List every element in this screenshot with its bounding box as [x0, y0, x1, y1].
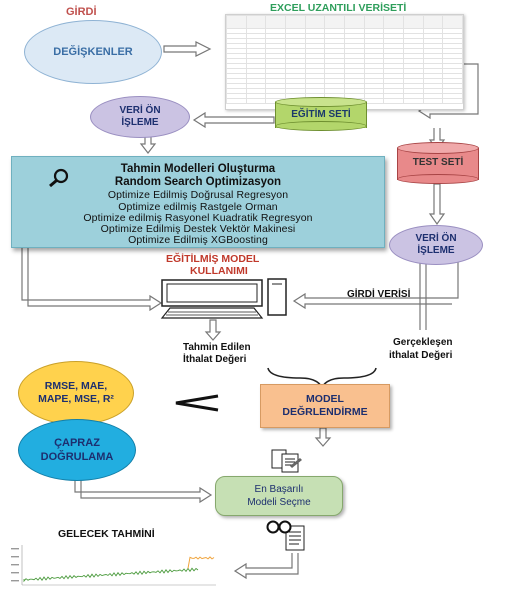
- arrow-girdi-verisi: [292, 262, 459, 310]
- girdi-label: GİRDİ: [66, 6, 97, 18]
- veri-on-isleme-2-line2: İŞLEME: [417, 245, 455, 256]
- tahmin-edilen-label-1: Tahmin Edilen: [183, 342, 251, 353]
- veri-on-isleme-2-line1: VERİ ÖN: [415, 233, 457, 244]
- model-item-2: Optimize edilmiş Rastgele Orman: [118, 201, 278, 213]
- glasses-icon: [266, 520, 305, 551]
- veri-on-isleme-1-line2: İŞLEME: [121, 117, 159, 128]
- arrow-capraz-to-best: [74, 476, 213, 504]
- arrow-model-down: [314, 427, 332, 447]
- documents-icon: [271, 449, 302, 473]
- capraz-line1: ÇAPRAZ: [54, 437, 100, 449]
- excel-sheet-thumbnail: [225, 14, 464, 110]
- metrics-node: RMSE, MAE, MAPE, MSE, R²: [18, 361, 134, 425]
- tahmin-edilen-label-2: İthalat Değeri: [183, 354, 247, 365]
- egitilmis-model-label-1: EĞİTİLMİŞ MODEL: [166, 253, 260, 265]
- computer-icon: [160, 278, 287, 319]
- veri-on-isleme-node-2: VERİ ÖN İŞLEME: [389, 225, 483, 265]
- veri-on-isleme-1-line1: VERİ ÖN: [119, 105, 161, 116]
- arrow-gerceklesen-line: [419, 262, 427, 330]
- gerceklesen-label-1: Gerçekleşen: [393, 337, 453, 348]
- models-title-2: Random Search Optimizasyon: [114, 176, 282, 188]
- prediction-models-box: Tahmin Modelleri Oluşturma Random Search…: [11, 156, 385, 248]
- model-item-5: Optimize Edilmiş XGBoosting: [128, 234, 268, 246]
- magnifier-icon: [49, 168, 69, 188]
- gelecek-tahmini-label: GELECEK TAHMİNİ: [58, 528, 155, 540]
- girdi-verisi-label: GİRDİ VERİSİ: [347, 289, 411, 300]
- excel-dataset-label: EXCEL UZANTILI VERİSETİ: [270, 2, 407, 14]
- arrow-eval-to-metrics: [175, 394, 219, 412]
- test-seti-text: TEST SETİ: [412, 157, 464, 168]
- arrow-to-forecast: [233, 553, 299, 580]
- arrow-egitim-to-preprocess: [192, 111, 275, 129]
- model-degerlendirme-line1: MODEL: [306, 393, 344, 405]
- capraz-dogrulama-node: ÇAPRAZ DOĞRULAMA: [18, 419, 136, 481]
- test-seti-cylinder: TEST SETİ: [397, 142, 479, 184]
- arrow-models-to-computer: [21, 246, 163, 312]
- en-basarili-box: En Başarılı Modeli Seçme: [215, 476, 343, 516]
- model-degerlendirme-box: MODEL DEĞRLENDİRME: [260, 384, 390, 428]
- degiskenler-node: DEĞİŞKENLER: [24, 20, 162, 84]
- degiskenler-text: DEĞİŞKENLER: [53, 46, 133, 58]
- en-basarili-line1: En Başarılı: [254, 484, 304, 495]
- en-basarili-line2: Modeli Seçme: [247, 497, 311, 508]
- model-degerlendirme-line2: DEĞRLENDİRME: [282, 406, 368, 418]
- egitim-seti-cylinder: EĞİTİM SETİ: [275, 97, 367, 131]
- model-item-1: Optimize Edilmiş Doğrusal Regresyon: [107, 189, 289, 201]
- model-item-4: Optimize Edilmiş Destek Vektör Makinesi: [100, 223, 296, 235]
- model-item-3: Optimize edilmiş Rasyonel Kuadratik Regr…: [83, 212, 313, 224]
- gerceklesen-label-2: ithalat Değeri: [389, 350, 453, 361]
- egitim-seti-text: EĞİTİM SETİ: [291, 109, 351, 120]
- capraz-line2: DOĞRULAMA: [40, 451, 114, 463]
- arrow-computer-down: [204, 319, 222, 341]
- arrow-degiskenler-to-excel: [163, 41, 212, 57]
- metrics-text: RMSE, MAE, MAPE, MSE, R²: [38, 380, 114, 405]
- models-title-1: Tahmin Modelleri Oluşturma: [120, 163, 276, 175]
- chart-thumbnail: [8, 543, 218, 589]
- arrow-test-to-preprocess: [428, 183, 446, 226]
- egitilmis-model-label-2: KULLANIMI: [190, 265, 248, 277]
- veri-on-isleme-node-1: VERİ ÖN İŞLEME: [90, 96, 190, 138]
